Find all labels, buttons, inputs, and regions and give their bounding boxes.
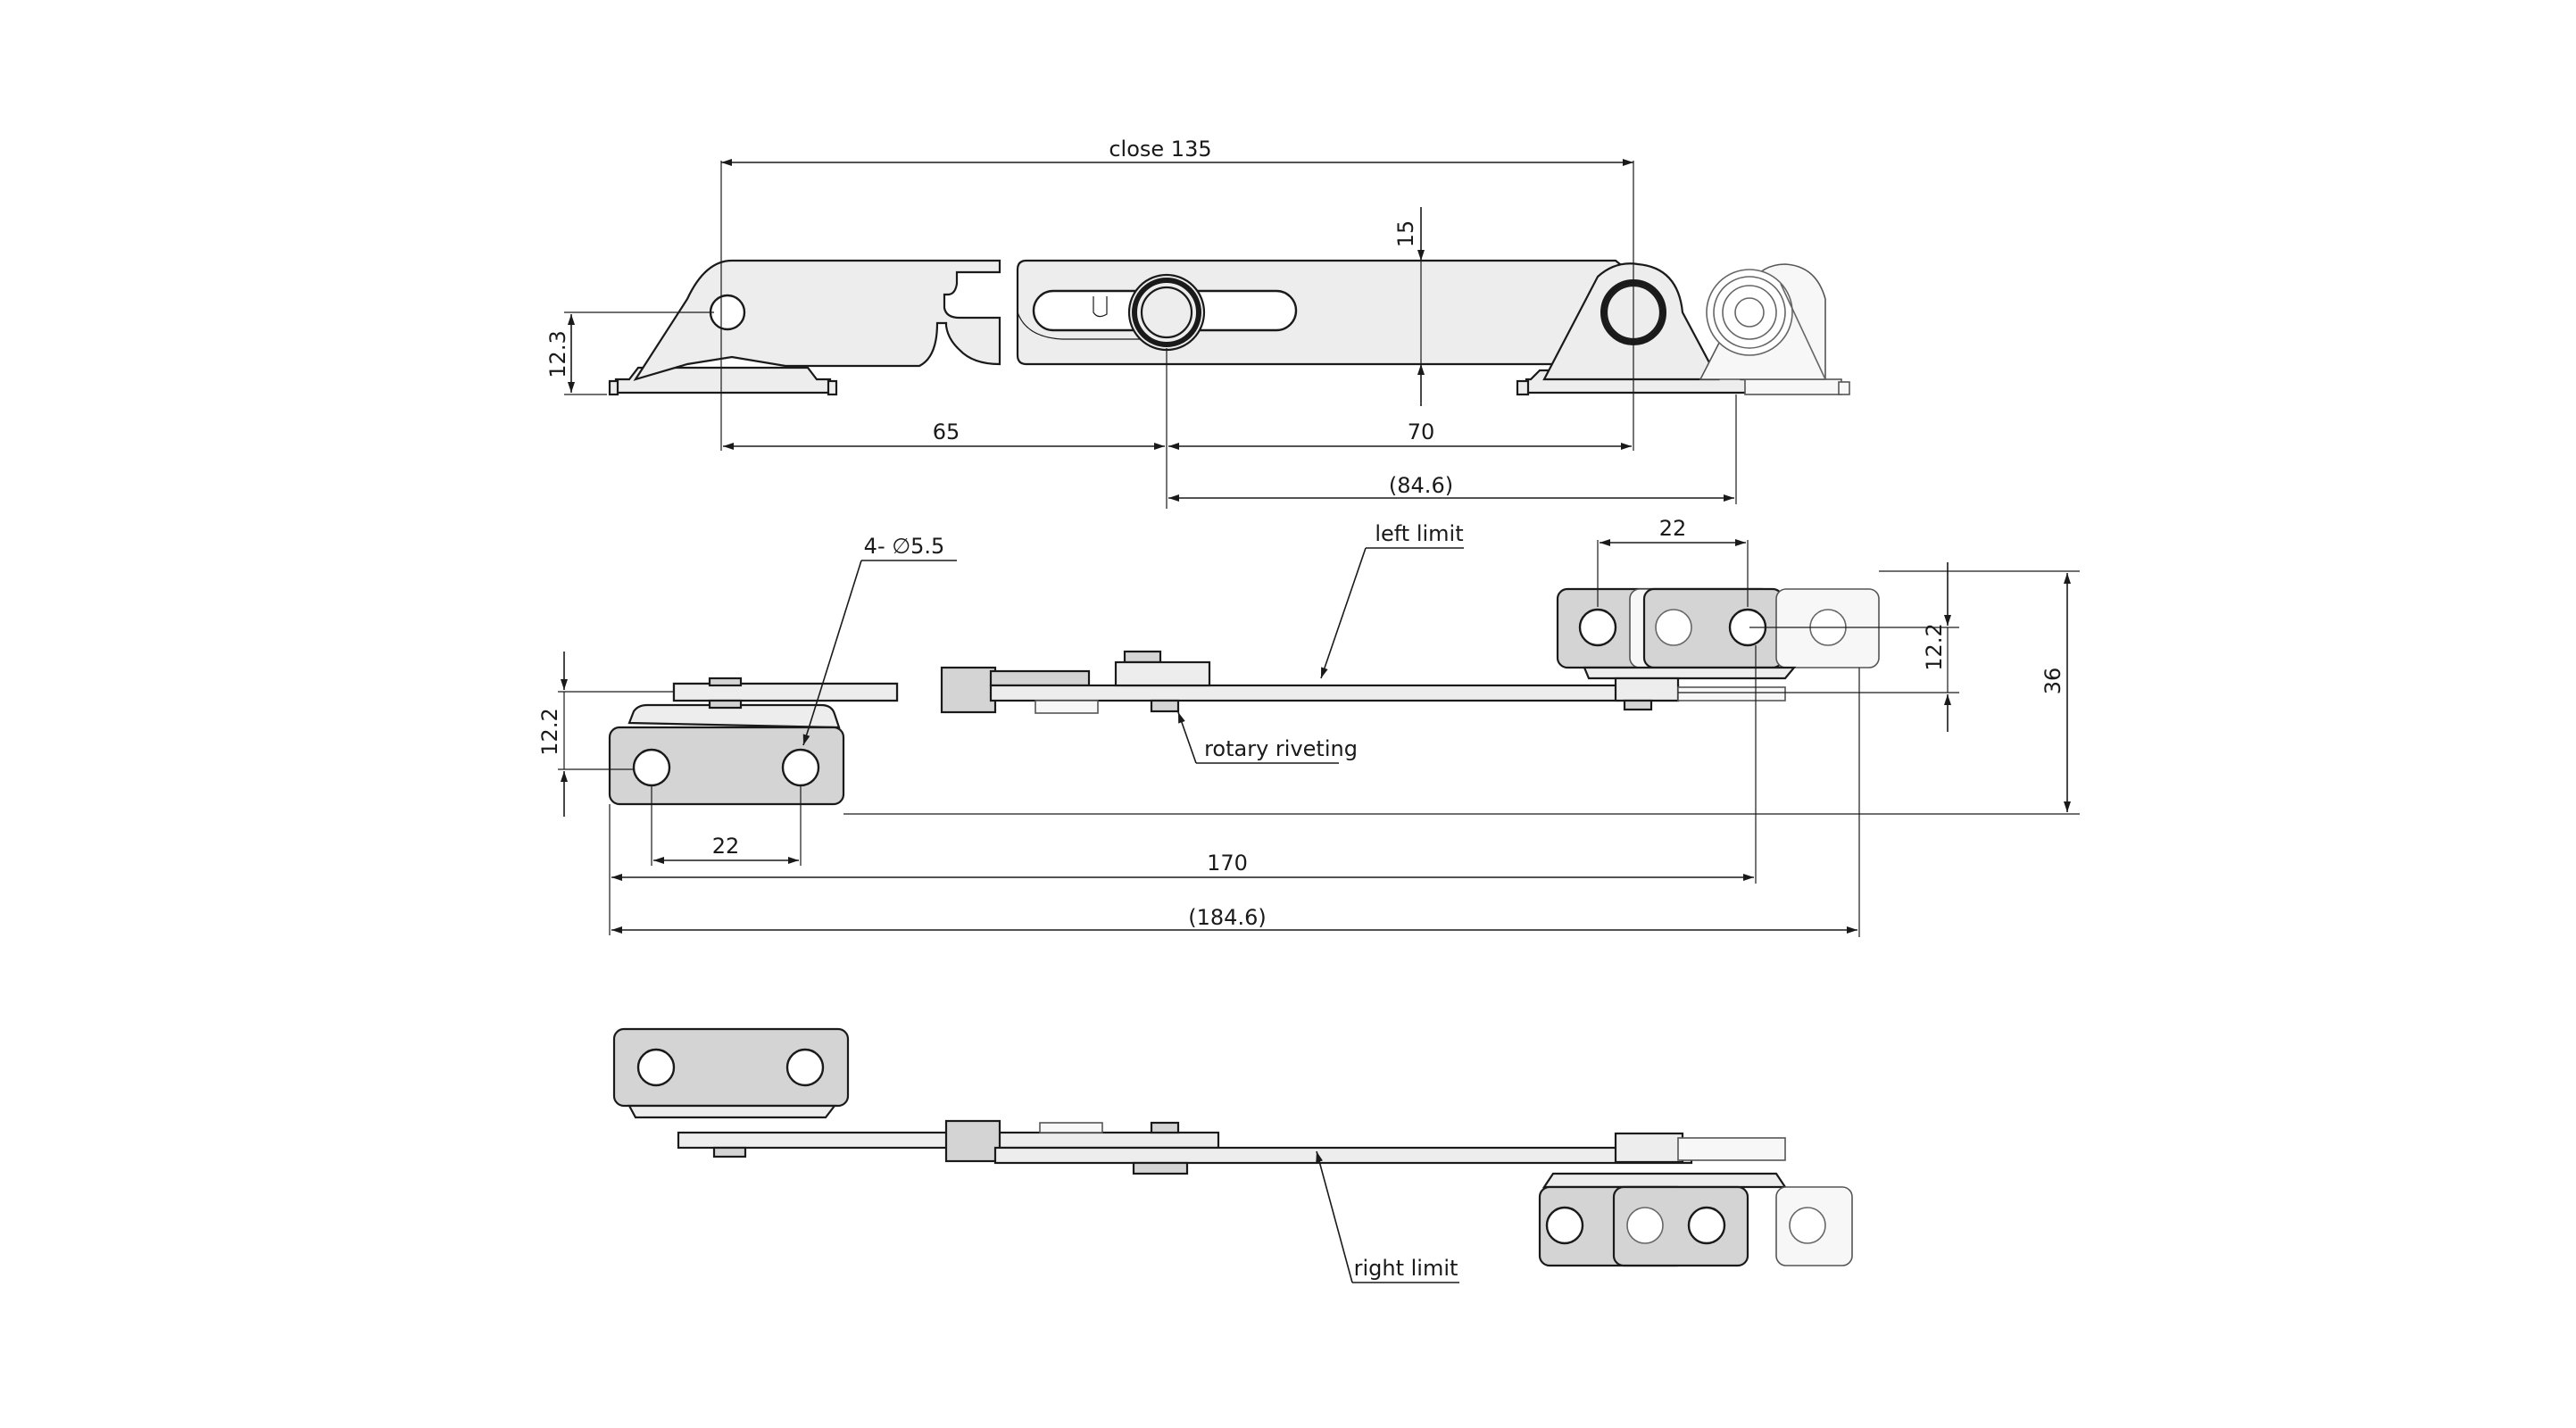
mount-hole xyxy=(1655,609,1692,646)
top-view-dimensions: close 135 15 12.3 65 70 (84.6) xyxy=(545,137,1737,509)
slot-detail xyxy=(1093,296,1108,318)
right-pivot-bracket xyxy=(1614,677,1680,702)
right-block-base xyxy=(1541,1172,1788,1189)
main-arm-bar xyxy=(993,1146,1693,1165)
span-dim: 170 xyxy=(1207,851,1248,876)
left-mount-block xyxy=(608,726,845,806)
left-base-tab xyxy=(827,379,838,396)
mount-hole xyxy=(1626,1207,1664,1244)
overall-closed-length: close 135 xyxy=(1109,137,1211,162)
slider-ghost xyxy=(1035,700,1099,714)
bottom-view xyxy=(612,1027,1853,1267)
bottom-hole-pitch: 22 xyxy=(712,834,740,859)
pivot-height-dim: 12.3 xyxy=(545,330,570,378)
right-mount-block xyxy=(1612,1185,1749,1267)
slider-housing xyxy=(944,1119,1001,1163)
left-span-dim: 65 xyxy=(933,419,960,444)
top-view xyxy=(608,259,1850,396)
rivet-tail xyxy=(1150,699,1180,713)
left-base-tab xyxy=(608,379,619,396)
right-limit-label: right limit xyxy=(1354,1256,1458,1281)
mount-hole xyxy=(636,1048,676,1087)
mount-hole xyxy=(785,1048,825,1087)
right-offset-dim: 12.2 xyxy=(1922,623,1947,670)
rivet-tail xyxy=(1132,1161,1189,1175)
slider-cap xyxy=(989,669,1091,687)
main-arm-bar xyxy=(989,684,1680,702)
rivet-head xyxy=(1123,650,1162,664)
central-rivet-ring xyxy=(1132,278,1201,347)
left-limit-label: left limit xyxy=(1375,521,1463,546)
right-pin-tail xyxy=(1623,699,1653,711)
right-base-tab xyxy=(1516,379,1530,396)
mount-hole xyxy=(1578,608,1617,647)
middle-view-dimensions: 4- ∅5.5 left limit rotary riveting 22 12… xyxy=(537,516,2080,937)
extended-length-dim: (84.6) xyxy=(1389,473,1453,498)
right-block-base xyxy=(1583,666,1797,680)
mount-hole xyxy=(632,748,671,787)
rivet-head xyxy=(1150,1121,1180,1134)
hole-callout: 4- ∅5.5 xyxy=(864,534,945,559)
left-mount-shadow xyxy=(627,703,841,729)
ghost-hole xyxy=(1789,1207,1826,1244)
arm-height-dim: 15 xyxy=(1393,220,1418,248)
mount-hole xyxy=(1545,1206,1584,1245)
rotary-riveting-label: rotary riveting xyxy=(1204,736,1358,761)
right-ghost-arm xyxy=(1677,686,1786,702)
left-pin-tail xyxy=(708,699,743,710)
slider-housing xyxy=(940,666,997,714)
central-rivet-inner xyxy=(1140,286,1193,339)
mount-hole xyxy=(781,748,820,787)
open-position-ghost xyxy=(1699,263,1850,395)
right-ghost-arm xyxy=(1677,1137,1786,1161)
mount-hole xyxy=(1687,1206,1726,1245)
middle-view xyxy=(608,587,1880,806)
top-hole-pitch: 22 xyxy=(1659,516,1687,541)
overall-width-dim: 36 xyxy=(2040,668,2065,695)
left-pin-tail xyxy=(712,1146,747,1158)
rivet-plate xyxy=(1114,660,1211,687)
slider-edge-detail xyxy=(1017,311,1143,340)
right-pivot-bracket xyxy=(1614,1132,1684,1164)
slider-ghost xyxy=(1039,1122,1103,1133)
total-length-dim: (184.6) xyxy=(1188,905,1266,930)
right-span-dim: 70 xyxy=(1408,419,1435,444)
left-offset-dim: 12.2 xyxy=(537,708,562,755)
left-pin-head xyxy=(708,677,743,687)
bottom-view-callouts: right limit xyxy=(1316,1150,1459,1283)
left-pivot-hole xyxy=(709,294,746,331)
left-mount-base xyxy=(627,1104,837,1119)
left-arm xyxy=(633,259,1001,381)
